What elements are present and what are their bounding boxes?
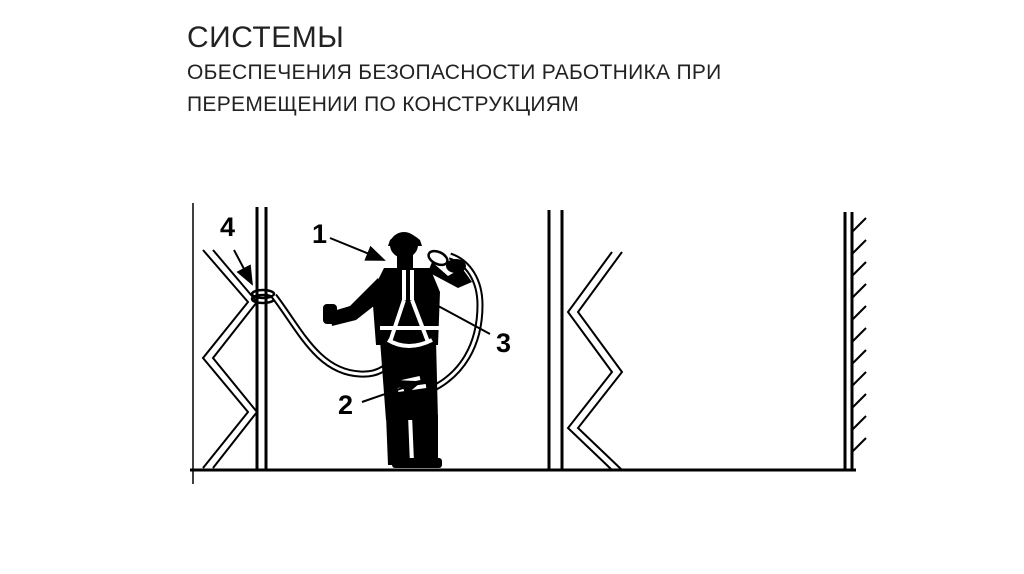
left-structure xyxy=(192,203,268,484)
slide-title: СИСТЕМЫ xyxy=(187,21,345,54)
callout-arrows xyxy=(233,237,491,403)
callout-2: 2 xyxy=(338,390,353,420)
callout-1: 1 xyxy=(312,219,327,249)
right-wall xyxy=(843,212,867,470)
slide-subtitle-line-2: ПЕРЕМЕЩЕНИИ ПО КОНСТРУКЦИЯМ xyxy=(187,93,580,116)
slide-subtitle-line-1: ОБЕСПЕЧЕНИЯ БЕЗОПАСНОСТИ РАБОТНИКА ПРИ xyxy=(187,61,722,84)
anchor-loop xyxy=(250,288,276,305)
middle-lattice xyxy=(566,251,624,471)
callout-3: 3 xyxy=(496,328,511,358)
wall-hatching xyxy=(851,217,867,453)
title-block: СИСТЕМЫ ОБЕСПЕЧЕНИЯ БЕЗОПАСНОСТИ РАБОТНИ… xyxy=(187,20,722,120)
worker-figure xyxy=(323,232,472,468)
middle-structure xyxy=(547,210,624,471)
left-lattice xyxy=(201,249,259,469)
callout-4: 4 xyxy=(220,212,235,242)
carabiner xyxy=(427,249,449,267)
